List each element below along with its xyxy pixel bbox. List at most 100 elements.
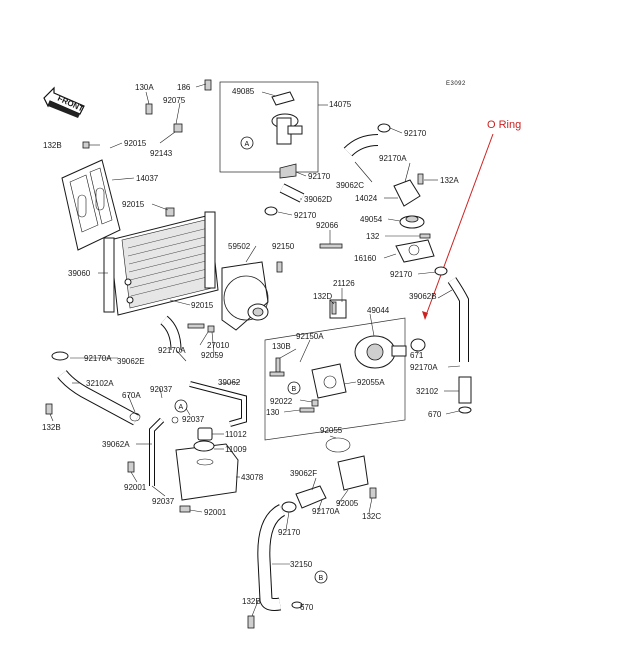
part-label: 132D: [313, 292, 332, 301]
part-label: 132: [366, 232, 380, 241]
part-label: 11012: [225, 430, 247, 439]
part-label: 49054: [360, 215, 383, 224]
reservoir-tank: [175, 427, 239, 501]
part-label: 92170A: [410, 363, 438, 372]
svg-text:A: A: [179, 404, 184, 411]
ref-marker-b-low: B: [314, 570, 328, 584]
part-label: 92170: [308, 172, 331, 181]
hose-39062b: [448, 277, 468, 362]
o-ring-annotation: O Ring: [487, 119, 521, 131]
part-label: 49044: [367, 306, 390, 315]
part-label: 21126: [333, 279, 355, 288]
part-label: 92037: [150, 385, 173, 394]
part-label: 39062D: [304, 195, 332, 204]
o-ring-670-bottom: [291, 601, 303, 609]
part-label: 92170: [390, 270, 413, 279]
hose-39062: [189, 382, 246, 426]
part-label: 671: [410, 351, 424, 360]
leader-lines: [49, 83, 461, 617]
bolts: [45, 103, 431, 629]
part-label: 27010: [207, 341, 230, 350]
svg-text:A: A: [245, 141, 250, 148]
part-label: 92075: [163, 96, 186, 105]
part-label: 39062E: [117, 357, 145, 366]
clamp-92170-low: [281, 501, 297, 513]
part-label: 49085: [232, 87, 255, 96]
svg-text:B: B: [292, 386, 297, 393]
hose-39062e: [160, 316, 181, 351]
ref-marker-b-pump: B: [287, 381, 301, 395]
o-ring-92055: [325, 437, 351, 453]
part-label: 39062B: [409, 292, 437, 301]
part-label: 32102: [416, 387, 439, 396]
hose-39062c: [344, 135, 379, 156]
clamp-92170-right: [434, 266, 448, 276]
thermostat-housing-top: [204, 79, 319, 179]
part-label: 132B: [43, 141, 62, 150]
part-label: 92015: [122, 200, 145, 209]
part-label: 14024: [355, 194, 378, 203]
water-pump-frame: [264, 317, 406, 441]
svg-text:B: B: [319, 575, 324, 582]
part-label: 92037: [182, 415, 205, 424]
o-ring-annotation-line: [424, 133, 494, 319]
cooling-fan: [221, 261, 269, 331]
part-label: 92001: [204, 508, 227, 517]
part-label: 43078: [241, 473, 264, 482]
part-label: 670: [428, 410, 442, 419]
thermostat-assembly: [393, 173, 435, 263]
part-label: 92150: [272, 242, 295, 251]
part-label: 130: [266, 408, 280, 417]
front-arrow-icon: [43, 86, 85, 118]
part-label: 130A: [135, 83, 154, 92]
part-label: 32102A: [86, 379, 114, 388]
radiator: [103, 211, 219, 316]
part-label: 132A: [440, 176, 459, 185]
reservoir-cap: [197, 427, 213, 441]
part-label: 92143: [150, 149, 173, 158]
pipe-32150: [258, 505, 285, 610]
diagram-code: E3092: [446, 81, 466, 87]
clamp-92170a-left: [51, 351, 69, 361]
part-label: 92170A: [379, 154, 407, 163]
part-label: 92037: [152, 497, 175, 506]
clamp-92170-mid: [264, 206, 278, 216]
part-label: 92170A: [312, 507, 340, 516]
part-label: 132B: [242, 597, 261, 606]
part-label: 92150A: [296, 332, 324, 341]
part-label: 132B: [42, 423, 61, 432]
part-label: 92059: [201, 351, 224, 360]
part-label: 92170A: [84, 354, 112, 363]
part-label: 39062F: [290, 469, 317, 478]
part-label: 39062: [218, 378, 241, 387]
part-label: 670: [300, 603, 314, 612]
part-labels: 130A 92075 186 49085 14075 132B 92015 92…: [42, 83, 459, 612]
ref-marker-a-low: A: [174, 399, 188, 413]
part-label: 130B: [272, 342, 291, 351]
o-ring-arrowhead-icon: [422, 311, 428, 320]
part-label: 92170: [278, 528, 301, 537]
hose-39062d: [280, 184, 304, 202]
hose-39062f: [295, 485, 327, 509]
part-label: 92022: [270, 397, 293, 406]
part-label: 59502: [228, 242, 251, 251]
part-label: 92055: [320, 426, 343, 435]
part-label: 39060: [68, 269, 91, 278]
radiator-grill: [61, 159, 121, 251]
part-label: 92015: [191, 301, 214, 310]
part-label: 92170A: [158, 346, 186, 355]
part-label: 92055A: [357, 378, 385, 387]
part-label: 132C: [362, 512, 381, 521]
part-label: 16160: [354, 254, 377, 263]
pump-cover: [337, 455, 369, 491]
o-ring-671: [410, 338, 426, 352]
part-label: 92170: [294, 211, 317, 220]
part-label: 92005: [336, 499, 359, 508]
clamp-92170-top: [377, 123, 391, 133]
part-label: 11009: [225, 445, 247, 454]
part-label: 39062A: [102, 440, 130, 449]
part-label: 670A: [122, 391, 141, 400]
part-label: 186: [177, 83, 191, 92]
